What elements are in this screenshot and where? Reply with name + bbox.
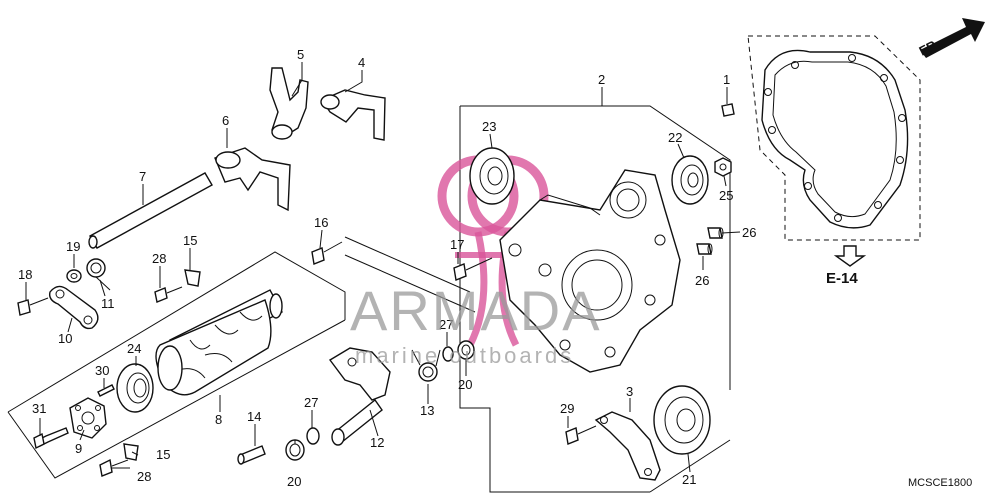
pin-14 [237,445,266,465]
bearing-23 [469,147,515,205]
callout-6: 6 [222,113,229,128]
dowel-26-lower [696,243,713,255]
callout-19: 19 [66,239,80,254]
callout-9: 9 [75,441,82,456]
reference-arrow: E-14 [826,245,867,287]
bearing-24 [116,363,154,413]
callout-7: 7 [139,169,146,184]
bolt-28-lower [99,458,129,477]
callout-20-lower: 20 [287,474,301,489]
callout-4: 4 [358,55,365,70]
bearing-21 [653,385,711,455]
callout-27-lower: 27 [304,395,318,410]
shift-fork-4 [320,89,386,141]
linking-lines [344,236,476,313]
stopper-arm [48,285,99,330]
callout-26-upper: 26 [742,225,756,240]
bolt-18 [17,297,49,316]
dowel-26-upper [707,227,724,239]
gear-case [499,169,681,373]
callout-2: 2 [598,72,605,87]
front-direction-arrow: FR. [917,18,985,59]
callout-29: 29 [560,401,574,416]
bolt-29 [565,425,597,445]
callout-21: 21 [682,472,696,487]
shift-fork-6 [214,147,291,212]
callout-18: 18 [18,267,32,282]
callout-17: 17 [450,237,464,252]
callout-25: 25 [719,188,733,203]
callout-30: 30 [95,363,109,378]
callout-15-upper: 15 [183,233,197,248]
bolt-28-upper [154,286,183,303]
callout-26-lower: 26 [695,273,709,288]
bearing-22 [671,155,709,205]
callout-12: 12 [370,435,384,450]
callout-28-lower: 28 [137,469,151,484]
leader-lines [25,62,741,473]
spring-11 [86,258,111,291]
diagram-code: MCSCE1800 [908,477,972,489]
callout-8: 8 [215,412,222,427]
bolt-17 [453,257,493,281]
callout-14: 14 [247,409,261,424]
plug-1 [721,103,735,117]
callout-11: 11 [101,296,115,311]
shift-fork-shaft [88,172,213,249]
watermark-brand: ARMADA [350,279,602,342]
circlip-27-lower [306,427,320,445]
case-group-outline [459,105,731,493]
plate-15-lower [123,443,139,461]
plate-15-upper [184,269,201,287]
callout-22: 22 [668,130,682,145]
callout-23: 23 [482,119,496,134]
bolt-31 [33,427,69,450]
callout-10: 10 [58,331,72,346]
reference-label: E-14 [826,270,858,287]
shift-drum [155,289,283,396]
callout-3: 3 [626,384,633,399]
nut-25 [714,157,732,177]
circlip-27-upper [442,346,454,362]
callout-24: 24 [127,341,141,356]
oil-seal-20-upper [457,340,475,360]
callout-5: 5 [297,47,304,62]
callout-27-upper: 27 [439,317,453,332]
front-label: FR. [917,36,942,59]
bolt-16 [311,241,343,265]
callout-28-upper: 28 [152,251,166,266]
callout-20-upper: 20 [458,377,472,392]
dowel-pin-30 [97,384,115,397]
callout-16: 16 [314,215,328,230]
gasket-group [747,35,921,241]
callout-1: 1 [723,72,730,87]
callout-13: 13 [420,403,434,418]
shift-drum-cam [69,397,107,439]
shift-fork-5 [269,67,309,140]
callout-labels: 1 2 3 4 5 6 7 8 9 10 11 12 13 14 15 15 1… [18,47,756,489]
setting-plate-3 [594,411,661,481]
callout-31: 31 [32,401,46,416]
return-spring-13 [411,349,441,382]
callout-15-lower: 15 [156,447,170,462]
washer-19 [66,269,82,283]
shift-drum-group-outline [7,251,346,479]
watermark-tagline: marine outboards [355,343,574,368]
